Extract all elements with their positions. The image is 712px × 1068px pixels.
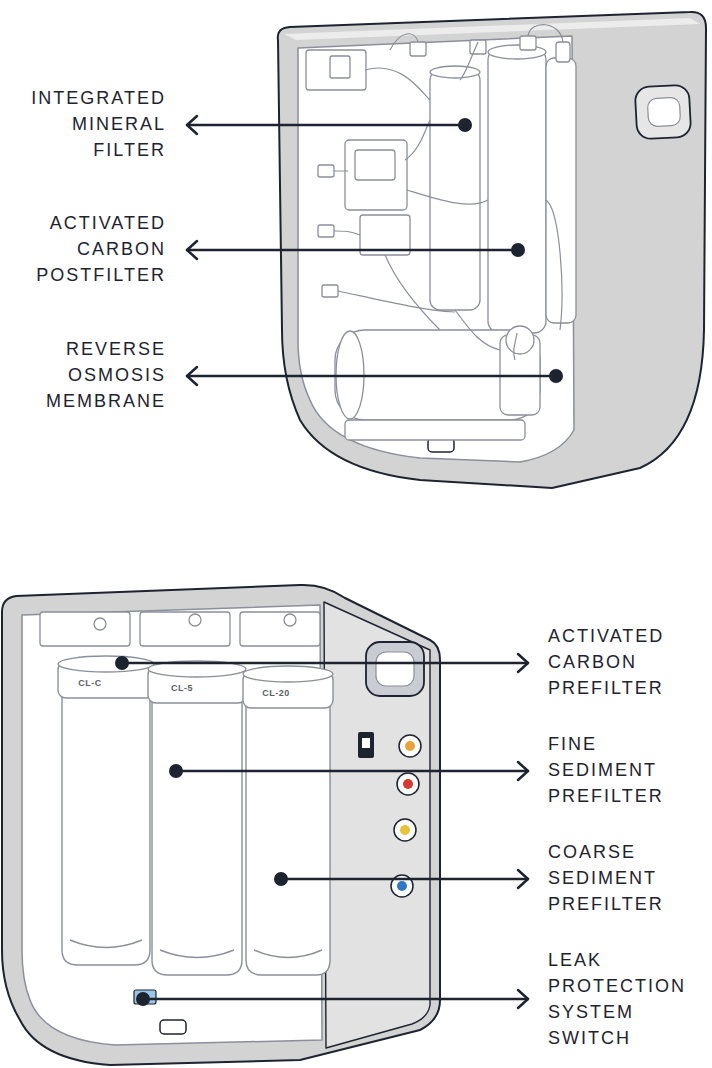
leader-dots [115, 118, 563, 1006]
internals [40, 612, 320, 646]
water-connectors [391, 735, 421, 897]
callout-label: ACTIVATED CARBON POSTFILTER [36, 210, 166, 288]
callout-label: ACTIVATED CARBON PREFILTER [548, 623, 664, 701]
bottom-device [2, 585, 440, 1065]
handle [366, 642, 424, 696]
leader-lines [122, 116, 556, 1008]
callout-label: INTEGRATED MINERAL FILTER [31, 85, 166, 163]
handle [635, 85, 692, 140]
callout-label: FINE SEDIMENT PREFILTER [548, 731, 664, 809]
power-socket [358, 732, 374, 758]
internals [306, 36, 576, 440]
callout-label: LEAK PROTECTION SYSTEM SWITCH [548, 947, 686, 1051]
housing [2, 585, 440, 1065]
cartridge-label: CL-C [78, 678, 102, 688]
filter-cartridges [58, 656, 333, 975]
rim [284, 18, 700, 40]
power-socket [362, 738, 370, 748]
side-panel [324, 602, 430, 1048]
callout-label: COARSE SEDIMENT PREFILTER [548, 839, 664, 917]
tubes [334, 25, 563, 360]
slot [160, 1020, 186, 1034]
cartridge-label: CL-20 [262, 688, 290, 698]
cartridge-label: CL-5 [171, 683, 193, 693]
callout-label: REVERSE OSMOSIS MEMBRANE [46, 336, 166, 414]
handle-hole [376, 652, 414, 686]
handle-hole [647, 97, 680, 127]
